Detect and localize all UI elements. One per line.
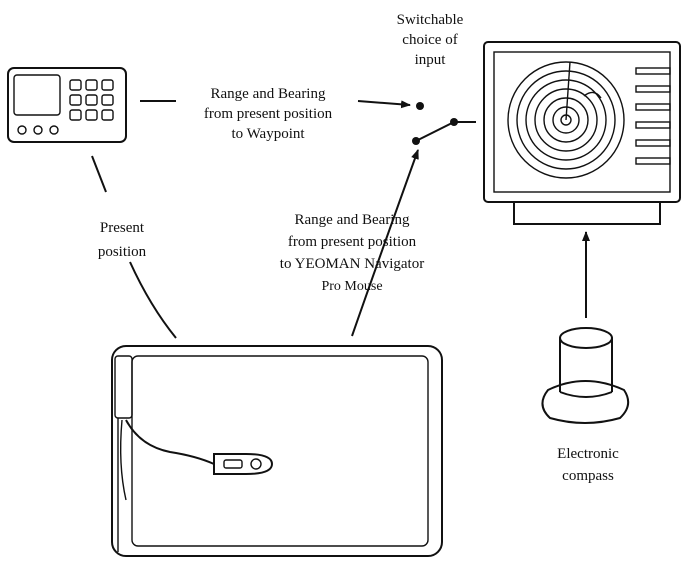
radar-display-icon: [483, 41, 681, 225]
yeoman-label-line4: Pro Mouse: [321, 279, 382, 294]
electronic-compass-icon: [541, 327, 630, 424]
present-position-label-line1: Present: [100, 220, 145, 236]
present-position-label-line2: position: [98, 244, 147, 260]
yeoman-label-line1: Range and Bearing: [295, 212, 410, 228]
gps-receiver-icon: [7, 67, 127, 143]
navigator-mouse-icon: [213, 453, 274, 475]
yeoman-label-line3: to YEOMAN Navigator: [280, 256, 424, 272]
switch-pivot-dot: [450, 118, 458, 126]
waypoint-label-line2: from present position: [204, 106, 333, 122]
yeoman-label-line2: from present position: [288, 234, 417, 250]
switchable-label-line2: choice of: [402, 32, 457, 48]
compass-label-line2: compass: [562, 468, 614, 484]
switchable-label-line3: input: [415, 52, 447, 68]
waypoint-label-line3: to Waypoint: [231, 126, 305, 142]
chart-plotter-tablet-icon: [111, 345, 443, 557]
waypoint-label-line1: Range and Bearing: [211, 86, 326, 102]
compass-label-line1: Electronic: [557, 446, 619, 462]
switch-input-dot-waypoint: [416, 102, 424, 110]
switchable-label-line1: Switchable: [397, 12, 464, 28]
connector-lines: [91, 100, 590, 339]
switch-input-dot-mouse: [412, 137, 420, 145]
